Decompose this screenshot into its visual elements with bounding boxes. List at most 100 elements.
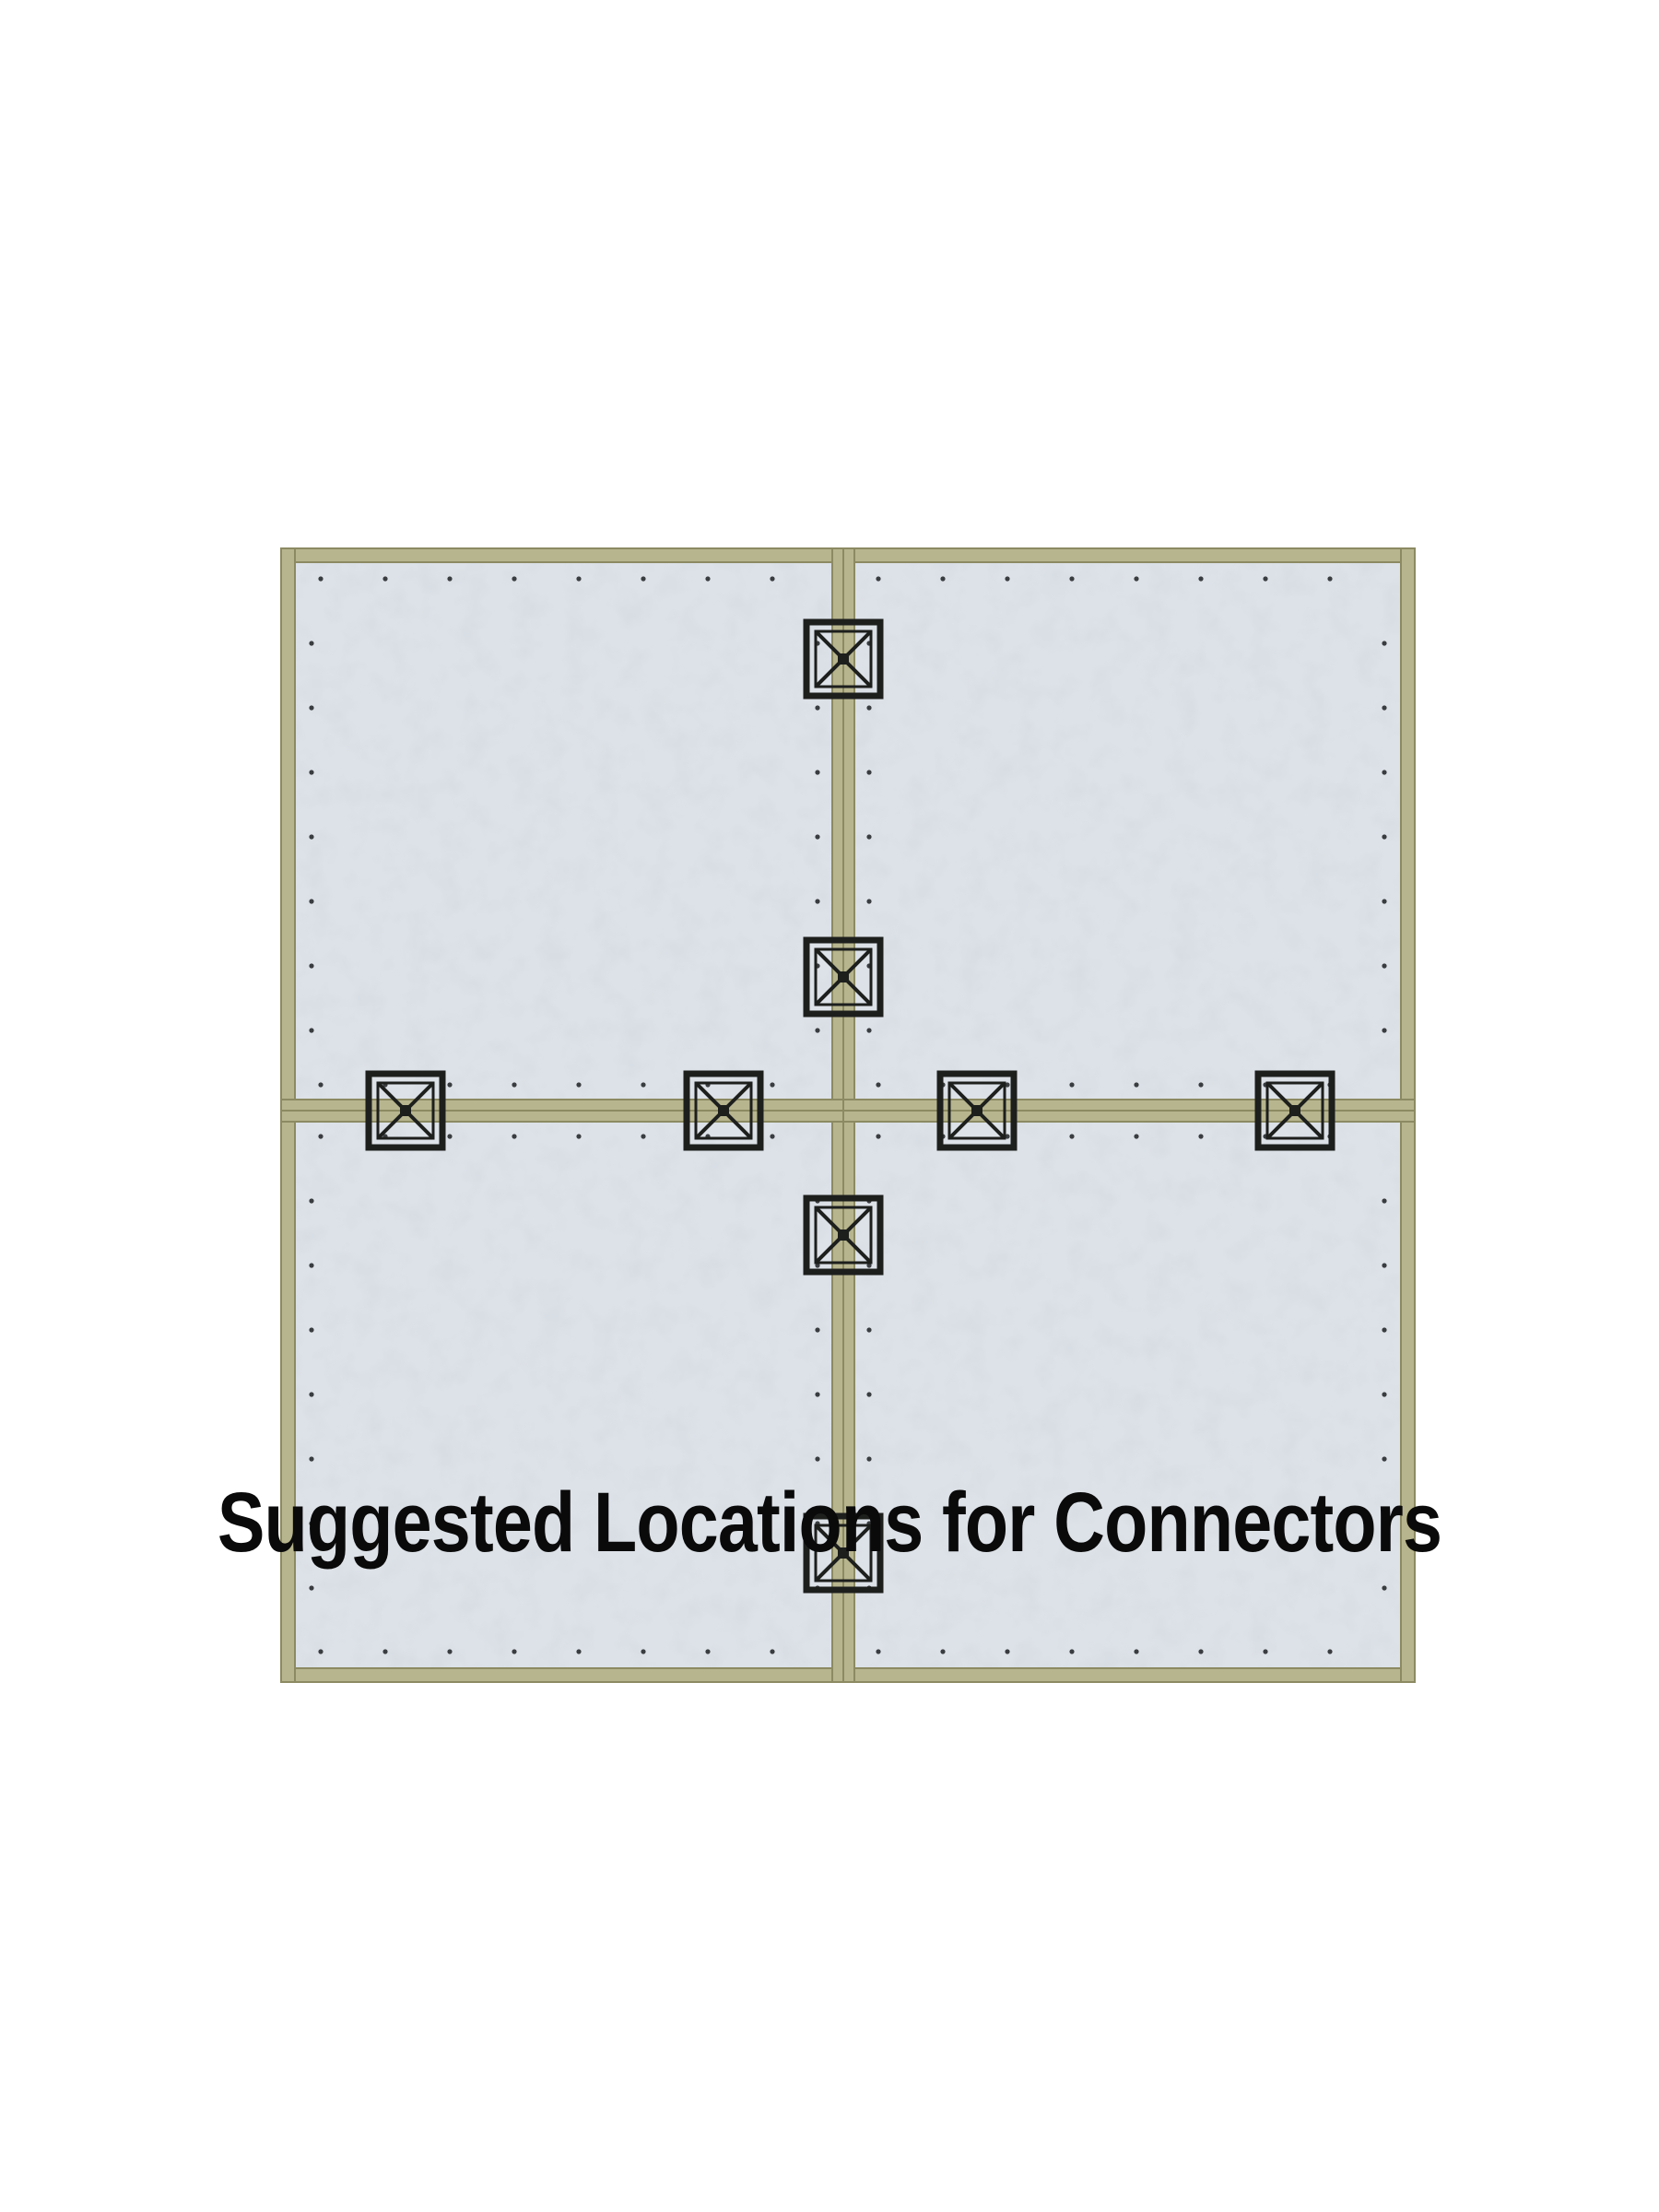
mounting-dot [940, 1649, 946, 1654]
mounting-dot [876, 1134, 881, 1139]
mounting-dot [876, 576, 881, 582]
panel-top-right [853, 562, 1401, 1101]
mounting-dot [309, 770, 314, 775]
mounting-dot [447, 1134, 453, 1139]
mounting-dot [1198, 1082, 1204, 1088]
panel-bottom-left [295, 1120, 834, 1668]
mounting-dot [1382, 1198, 1387, 1204]
mounting-dot [309, 834, 314, 840]
mounting-dot [705, 576, 711, 582]
mounting-dot [1382, 963, 1387, 969]
mounting-dot [815, 705, 820, 711]
mounting-dot [770, 576, 775, 582]
mounting-dot [815, 1327, 820, 1333]
mounting-dot [866, 899, 872, 904]
mounting-dot [1005, 576, 1010, 582]
mounting-dot [309, 1521, 314, 1526]
mounting-dot [770, 1082, 775, 1088]
mounting-dot [309, 1585, 314, 1591]
mounting-dot [866, 770, 872, 775]
mounting-dot [382, 576, 388, 582]
mounting-dot [705, 1649, 711, 1654]
mounting-dot [1198, 1134, 1204, 1139]
mounting-dot [1134, 1134, 1139, 1139]
mounting-dot [576, 1134, 582, 1139]
mounting-dot [876, 1649, 881, 1654]
mounting-dot [815, 770, 820, 775]
mounting-dot [1198, 576, 1204, 582]
mounting-dot [512, 1082, 517, 1088]
mounting-dot [576, 1649, 582, 1654]
mounting-dot [1382, 1392, 1387, 1397]
mounting-dot [770, 1134, 775, 1139]
mounting-dot [576, 1082, 582, 1088]
mounting-dot [1327, 1649, 1333, 1654]
mounting-dot [815, 1456, 820, 1462]
mounting-dot [1382, 1263, 1387, 1268]
mounting-dot [866, 1263, 872, 1268]
mounting-dot [1382, 1456, 1387, 1462]
mounting-dot [641, 1134, 646, 1139]
mounting-dot [940, 576, 946, 582]
mounting-dot [309, 1198, 314, 1204]
mounting-dot [1069, 576, 1075, 582]
panel-layout-diagram [280, 547, 1416, 1683]
mounting-dot [309, 963, 314, 969]
mounting-dot [1263, 1649, 1268, 1654]
mounting-dot [866, 834, 872, 840]
mounting-dot [512, 1649, 517, 1654]
mounting-dot [309, 1028, 314, 1033]
mounting-dot [1382, 641, 1387, 646]
mounting-dot [1382, 1327, 1387, 1333]
mounting-dot [318, 1082, 324, 1088]
mounting-dot [815, 899, 820, 904]
mounting-dot [576, 576, 582, 582]
mounting-dot [1263, 576, 1268, 582]
mounting-dot [447, 1649, 453, 1654]
mounting-dot [318, 1649, 324, 1654]
mounting-dot [1005, 1134, 1010, 1139]
mounting-dot [770, 1649, 775, 1654]
mounting-dot [309, 899, 314, 904]
mounting-dot [641, 576, 646, 582]
mounting-dot [1069, 1649, 1075, 1654]
mounting-dot [1005, 1082, 1010, 1088]
mounting-dot [1327, 576, 1333, 582]
panel-top-left [295, 562, 834, 1101]
panel-bottom-right [853, 1120, 1401, 1668]
mounting-dot [1198, 1649, 1204, 1654]
mounting-dot [866, 705, 872, 711]
mounting-dot [866, 1456, 872, 1462]
mounting-dot [866, 1392, 872, 1397]
mounting-dot [1069, 1134, 1075, 1139]
mounting-dot [1382, 705, 1387, 711]
mounting-dot [1382, 1028, 1387, 1033]
mounting-dot [309, 1456, 314, 1462]
mounting-dot [1382, 1585, 1387, 1591]
mounting-dot [318, 1134, 324, 1139]
mounting-dot [382, 1649, 388, 1654]
mounting-dot [1134, 576, 1139, 582]
mounting-dot [1069, 1082, 1075, 1088]
mounting-dot [641, 1082, 646, 1088]
mounting-dot [641, 1649, 646, 1654]
mounting-dot [1382, 834, 1387, 840]
mounting-dot [1382, 1521, 1387, 1526]
mounting-dot [876, 1082, 881, 1088]
caption-title: Suggested Locations for Connectors [217, 1476, 1442, 1570]
mounting-dot [512, 576, 517, 582]
mounting-dot [309, 1263, 314, 1268]
mounting-dot [1134, 1082, 1139, 1088]
mounting-dot [815, 1263, 820, 1268]
mounting-dot [512, 1134, 517, 1139]
mounting-dot [815, 1392, 820, 1397]
mounting-dot [866, 1327, 872, 1333]
mounting-dot [1382, 770, 1387, 775]
mounting-dot [1134, 1649, 1139, 1654]
mounting-dot [866, 1028, 872, 1033]
mounting-dot [309, 705, 314, 711]
mounting-dot [318, 576, 324, 582]
mounting-dot [309, 641, 314, 646]
mounting-dot [447, 576, 453, 582]
mounting-dot [447, 1082, 453, 1088]
